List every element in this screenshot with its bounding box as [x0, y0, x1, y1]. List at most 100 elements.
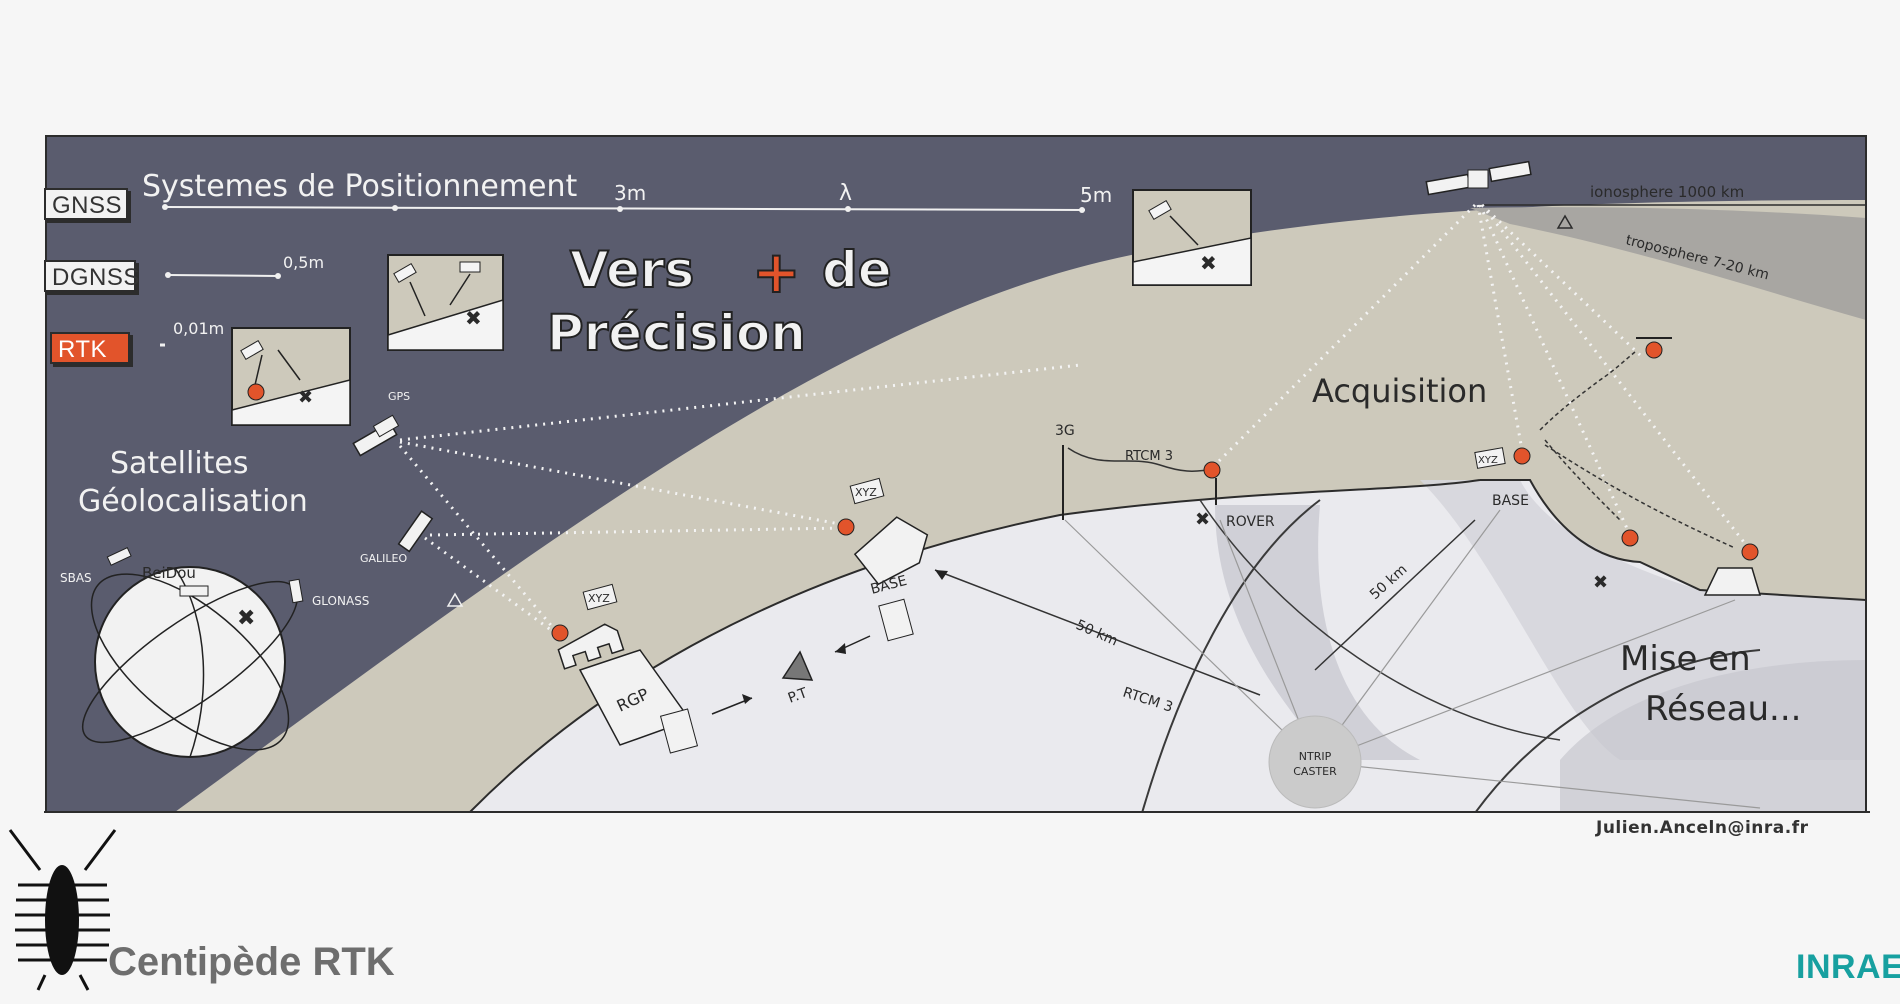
- galileo-satellite-icon: [397, 510, 434, 553]
- headline: Vers + de Précision: [546, 237, 893, 363]
- coverage-left: [1215, 505, 1420, 760]
- dgnss-scale-line: [167, 274, 279, 277]
- rover-dot: [1203, 461, 1221, 479]
- base-left-dot: [837, 518, 855, 536]
- inset-rtk: ✖: [231, 327, 351, 426]
- ntrip-caster-node: [1268, 715, 1362, 809]
- field-receiver-dot: [1621, 529, 1639, 547]
- triangle-marker-icon: [446, 592, 464, 607]
- inset-gnss: ✖: [1132, 189, 1252, 286]
- ionosphere-label: ionosphere 1000 km: [1590, 183, 1744, 201]
- arrow-head-icon: [835, 643, 846, 654]
- base-right-label: BASE: [1492, 493, 1529, 509]
- earth-globe: ✖: [81, 547, 304, 758]
- drone-icon: [1636, 337, 1672, 359]
- level-gnss-label: GNSS: [52, 192, 123, 219]
- beidou-satellite-icon: [179, 585, 209, 597]
- xyz-flag-rgp: [582, 583, 618, 611]
- error-cross-icon: ✖: [465, 306, 482, 330]
- acquisition-satellite-icon: [1425, 160, 1532, 196]
- tractor-icon: [1703, 567, 1762, 596]
- galileo-label: GALILEO: [360, 552, 408, 565]
- scale-tick: [275, 273, 281, 279]
- inrae-logo: INRAE: [1796, 948, 1900, 986]
- scale-tick: [392, 205, 398, 211]
- caster-links: [1064, 509, 1761, 809]
- rtcm-link-top: [1067, 447, 1211, 472]
- earth-cross-icon: ✖: [237, 606, 255, 631]
- field-cross-icon: ✖: [1593, 572, 1608, 593]
- brand-name: Centipède RTK: [108, 940, 395, 984]
- base-document-icon: [878, 598, 914, 642]
- level-rtk-label: RTK: [58, 336, 108, 363]
- rtk-precision: 0,01m: [173, 319, 224, 338]
- base-right-dot: [1513, 447, 1531, 465]
- arrow-head-icon: [935, 570, 948, 580]
- sbas-label: SBAS: [60, 571, 92, 585]
- headline-plus: +: [752, 238, 801, 306]
- satellites-title-1: Satellites: [110, 446, 249, 481]
- error-cross-icon: ✖: [1200, 251, 1217, 275]
- glonass-satellite-icon: [288, 578, 304, 604]
- arc-2: [1474, 649, 1761, 812]
- acquisition-signals: [1210, 203, 1752, 551]
- rtcm3-top-label: RTCM 3: [1125, 449, 1173, 464]
- level-gnss: GNSS: [44, 188, 128, 220]
- landscape: [46, 136, 1866, 812]
- base-link-2: [1544, 444, 1736, 549]
- rgp-document-icon: [659, 708, 699, 754]
- xyz-flag-right: [1474, 447, 1506, 469]
- distance-line-left: [934, 569, 1261, 696]
- pt-label: P.T: [786, 685, 810, 707]
- scale-lambda-label: λ: [839, 181, 852, 206]
- beidou-label: BeiDou: [142, 564, 196, 582]
- gps-satellite-icon: [352, 414, 400, 457]
- distance-line-right: [1314, 519, 1476, 671]
- headline-vers: Vers: [570, 241, 694, 299]
- rover-cross-icon: ✖: [1195, 509, 1210, 530]
- satellites-title-2: Géolocalisation: [78, 484, 308, 519]
- scale-tick: [162, 204, 168, 210]
- scale-5m-label: 5m: [1080, 183, 1112, 207]
- arc-3: [1199, 499, 1561, 741]
- sbas-satellite-icon: [106, 547, 132, 566]
- terrain-line-right: [1480, 479, 1866, 601]
- scale-tick: [165, 272, 171, 278]
- acquisition-label: Acquisition: [1312, 372, 1487, 410]
- systems-title: Systemes de Positionnement: [142, 169, 578, 204]
- gps-label: GPS: [388, 390, 410, 403]
- arrow-head-icon: [742, 694, 752, 704]
- headline-precision: Précision: [547, 304, 806, 362]
- scale-tick: [1079, 207, 1085, 213]
- xyz-rgp-label: XYZ: [588, 592, 610, 605]
- glonass-label: GLONASS: [312, 594, 369, 608]
- rgp-dot: [551, 624, 569, 642]
- pt-triangle-icon: [781, 650, 814, 681]
- error-cross-icon: ✖: [298, 387, 313, 408]
- xyz-right-label: XYZ: [1478, 455, 1498, 466]
- three-g-label: 3G: [1055, 423, 1075, 439]
- level-dgnss: DGNSS: [44, 260, 139, 292]
- dgnss-precision: 0,5m: [283, 253, 324, 272]
- inset-dgnss: ✖: [387, 254, 504, 351]
- drone-link: [1539, 351, 1636, 431]
- headline-de: de: [822, 241, 892, 299]
- tractor-receiver-dot: [1741, 543, 1759, 561]
- ntrip-label-1: NTRIP: [1299, 750, 1332, 763]
- centipede-body: [45, 865, 79, 975]
- mise-en-label: Mise en: [1620, 639, 1751, 679]
- level-rtk: RTK: [50, 332, 130, 364]
- rover-label: ROVER: [1226, 514, 1275, 530]
- ntrip-label-2: CASTER: [1293, 765, 1337, 778]
- scale-tick: [617, 206, 623, 212]
- troposphere-band: [1470, 207, 1866, 320]
- reseau-label: Réseau...: [1645, 689, 1801, 729]
- coverage-corner: [1560, 660, 1866, 812]
- author-email: Julien.Anceln@inra.fr: [1596, 818, 1809, 838]
- level-dgnss-label: DGNSS: [52, 264, 140, 291]
- scale-3m-label: 3m: [614, 181, 646, 205]
- xyz-base-label: XYZ: [855, 486, 877, 499]
- gnss-scale-line: [164, 206, 1086, 211]
